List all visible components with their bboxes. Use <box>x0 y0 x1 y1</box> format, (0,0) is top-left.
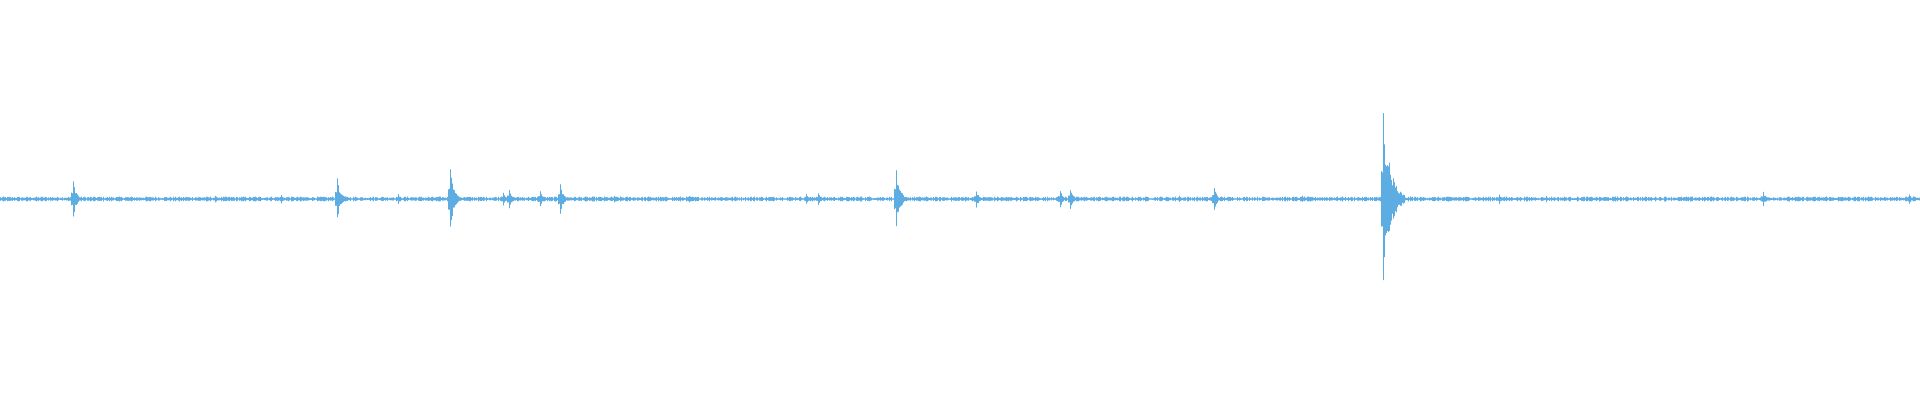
waveform-samples <box>0 113 1920 281</box>
waveform-trace <box>0 113 1920 281</box>
